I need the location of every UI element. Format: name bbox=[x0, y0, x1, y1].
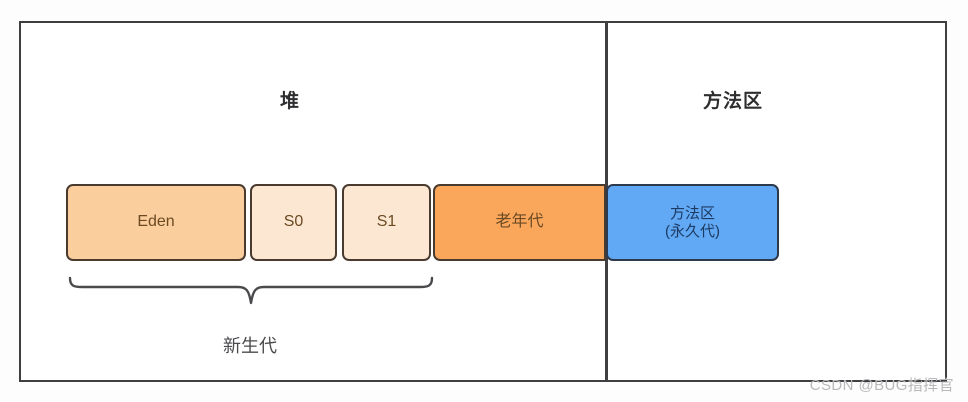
memory-region-method-area-permgen: 方法区 (永久代) bbox=[606, 184, 779, 261]
method-area-section-title: 方法区 bbox=[702, 91, 763, 112]
memory-region-eden: Eden bbox=[66, 184, 246, 261]
young-generation-brace bbox=[66, 270, 436, 308]
csdn-watermark: CSDN @BUG指挥官 bbox=[809, 377, 954, 394]
heap-section-title: 堆 bbox=[279, 91, 300, 112]
young-generation-label: 新生代 bbox=[223, 336, 277, 356]
memory-region-s0: S0 bbox=[250, 184, 337, 261]
memory-region-old-generation: 老年代 bbox=[433, 184, 606, 261]
memory-region-s1: S1 bbox=[342, 184, 431, 261]
